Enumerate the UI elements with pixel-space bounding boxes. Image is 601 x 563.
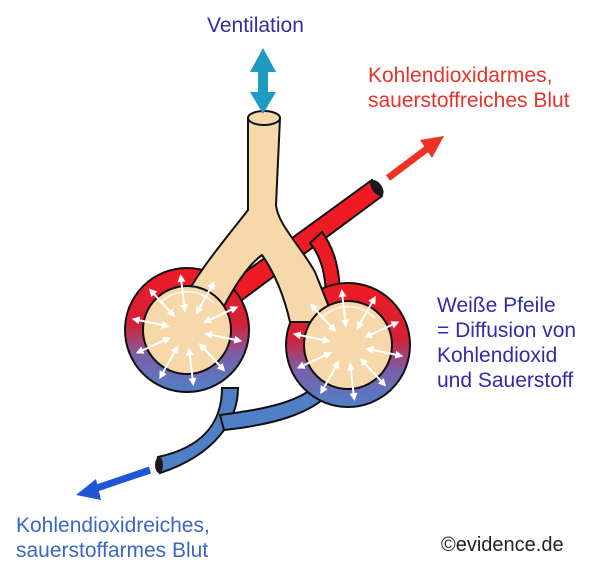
- diffusion-legend-line-2: = Diffusion von: [437, 318, 576, 343]
- oxygen-rich-blood-line-2: sauerstoffreiches Blut: [368, 88, 570, 113]
- alveolus-left: [143, 286, 231, 374]
- oxygen-rich-blood-label: Kohlendioxidarmes, sauerstoffreiches Blu…: [368, 63, 570, 113]
- oxygen-rich-blood-line-1: Kohlendioxidarmes,: [368, 63, 570, 88]
- diffusion-legend-line-1: Weiße Pfeile: [437, 293, 576, 318]
- diffusion-legend: Weiße Pfeile = Diffusion von Kohlendioxi…: [437, 293, 576, 393]
- copyright-text: ©evidence.de: [441, 533, 564, 558]
- inflow-arrow-icon: [76, 470, 150, 500]
- ventilation-arrow-icon: [250, 48, 276, 114]
- co2-rich-blood-label: Kohlendioxidreiches, sauerstoffarmes Blu…: [16, 513, 210, 563]
- outflow-arrow-icon: [388, 136, 444, 178]
- co2-rich-blood-line-2: sauerstoffarmes Blut: [16, 538, 210, 563]
- diffusion-legend-line-3: Kohlendioxid: [437, 343, 576, 368]
- alveolus-right: [304, 301, 392, 389]
- co2-rich-blood-line-1: Kohlendioxidreiches,: [16, 513, 210, 538]
- diffusion-legend-line-4: und Sauerstoff: [437, 368, 576, 393]
- airway-opening: [248, 111, 280, 125]
- ventilation-label: Ventilation: [207, 13, 304, 38]
